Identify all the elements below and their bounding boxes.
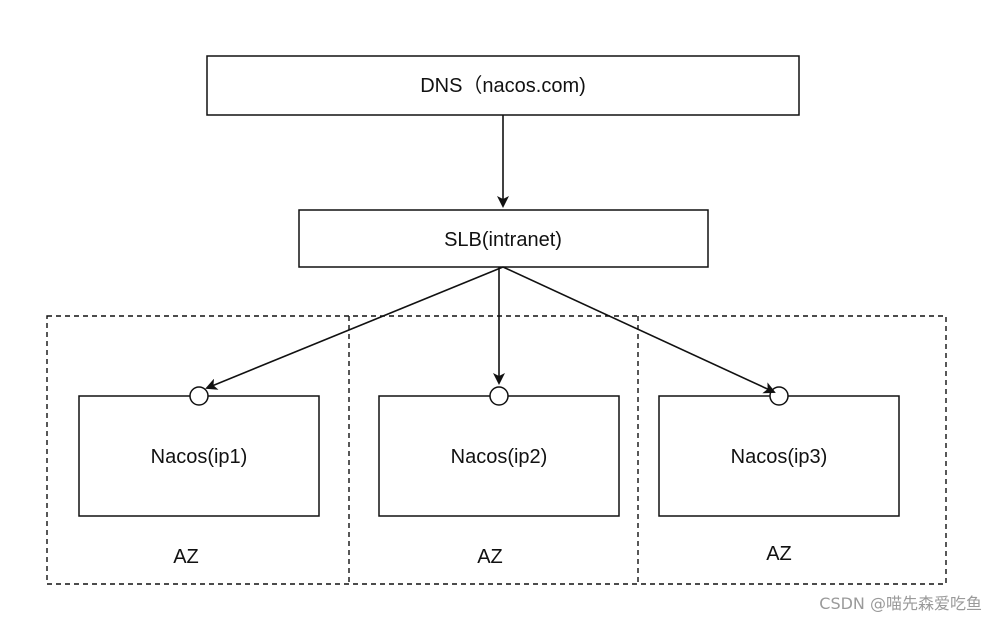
nacos2-node: Nacos(ip2) (378, 386, 620, 517)
zone-outer-border (46, 315, 947, 585)
dns-box (206, 55, 800, 116)
nacos3-box (658, 395, 900, 517)
nacos2-box (378, 395, 620, 517)
nacos2-label: Nacos(ip2) (451, 446, 548, 468)
zone-label-1: AZ (173, 546, 199, 568)
zone-label-3: AZ (766, 543, 792, 565)
nacos3-label: Nacos(ip3) (731, 446, 828, 468)
nacos1-node: Nacos(ip1) (78, 386, 320, 517)
nacos2-port-icon (489, 386, 509, 406)
nacos3-port-icon (769, 386, 789, 406)
watermark-text: CSDN @喵先森爱吃鱼 (819, 594, 982, 613)
nacos1-label: Nacos(ip1) (151, 446, 248, 468)
nacos3-node: Nacos(ip3) (658, 386, 900, 517)
availability-zones (46, 315, 947, 585)
nacos1-port-icon (189, 386, 209, 406)
slb-box (298, 209, 709, 268)
slb-label: SLB(intranet) (444, 229, 562, 251)
slb-node: SLB(intranet) (298, 209, 709, 268)
dns-node: DNS（nacos.com) (206, 55, 800, 116)
zone-label-2: AZ (477, 546, 503, 568)
arrow-slb-to-nacos3 (502, 266, 776, 394)
arrow-slb-to-nacos1 (205, 266, 504, 390)
dns-label: DNS（nacos.com) (420, 74, 586, 97)
